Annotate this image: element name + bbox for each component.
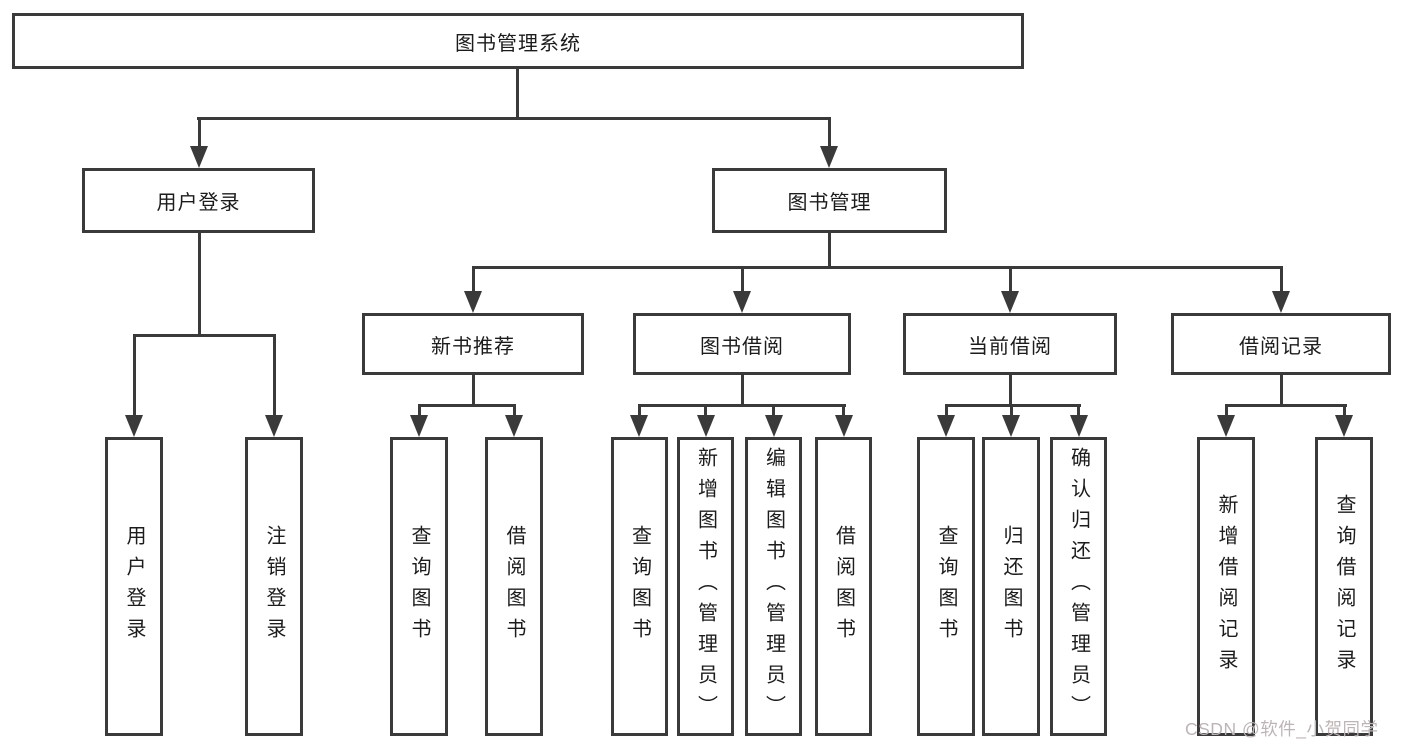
node-label: 新增图书（管理员）: [694, 447, 717, 726]
node-leaf-edit-books-admin: 编辑图书（管理员）: [745, 437, 802, 736]
node-leaf-logout: 注销登录: [245, 437, 303, 736]
node-label: 查询图书: [628, 524, 651, 649]
arrowhead-down-icon: [1002, 415, 1020, 437]
arrowhead-down-icon: [505, 415, 523, 437]
node-label: 新书推荐: [431, 335, 515, 358]
node-leaf-borrow-books-recommend: 借阅图书: [485, 437, 543, 736]
arrowhead-down-icon: [410, 415, 428, 437]
node-label: 归还图书: [1000, 524, 1022, 649]
connector-drop: [1077, 404, 1080, 418]
csdn-watermark: CSDN @软件_小贺同学: [1185, 719, 1379, 739]
connector-drop: [1342, 404, 1346, 418]
node-book-management: 图书管理: [712, 168, 947, 233]
connector-new-book-hbar: [417, 404, 516, 407]
connector-book-mgmt-stem: [827, 233, 831, 269]
node-label: 借阅图书: [832, 524, 855, 649]
connector-root-stem: [516, 69, 519, 119]
node-leaf-return-books: 归还图书: [982, 437, 1040, 736]
node-label: 图书借阅: [700, 335, 784, 358]
node-leaf-query-books-borrowing: 查询图书: [611, 437, 668, 736]
node-current-borrowing: 当前借阅: [903, 313, 1117, 375]
connector-current-borrow-stem: [1008, 375, 1012, 406]
node-label: 编辑图书（管理员）: [762, 447, 785, 726]
connector-drop: [1279, 266, 1283, 294]
node-leaf-query-books-recommend: 查询图书: [390, 437, 448, 736]
node-leaf-confirm-return-admin: 确认归还（管理员）: [1050, 437, 1107, 736]
arrowhead-down-icon: [733, 291, 751, 313]
arrowhead-down-icon: [696, 415, 715, 437]
connector-book-borrow-stem: [740, 375, 744, 406]
connector-user-login-stem: [197, 233, 201, 336]
arrowhead-down-icon: [937, 415, 955, 437]
arrowhead-down-icon: [630, 415, 648, 437]
arrowhead-down-icon: [1001, 291, 1019, 313]
connector-drop: [471, 266, 475, 294]
connector-current-borrow-hbar: [944, 404, 1081, 407]
arrowhead-down-icon: [820, 146, 838, 168]
connector-drop: [842, 404, 845, 418]
node-leaf-add-books-admin: 新增图书（管理员）: [677, 437, 734, 736]
node-label: 查询图书: [935, 524, 957, 649]
connector-drop: [1009, 404, 1013, 418]
node-label: 查询借阅记录: [1333, 493, 1355, 680]
node-label: 当前借阅: [968, 335, 1052, 358]
node-label: 查询图书: [408, 524, 430, 649]
connector-drop: [740, 266, 744, 294]
arrowhead-down-icon: [190, 146, 208, 168]
connector-drop: [1224, 404, 1228, 418]
node-label: 注销登录: [263, 524, 285, 649]
node-borrow-records: 借阅记录: [1171, 313, 1391, 375]
arrowhead-down-icon: [125, 415, 143, 437]
arrowhead-down-icon: [1272, 291, 1290, 313]
connector-drop: [197, 117, 201, 149]
connector-user-login-hbar: [132, 334, 276, 337]
connector-drop: [637, 404, 641, 418]
connector-drop: [132, 334, 136, 418]
node-leaf-query-borrow-record: 查询借阅记录: [1315, 437, 1373, 736]
connector-drop: [772, 404, 775, 418]
connector-borrow-records-stem: [1279, 375, 1283, 406]
connector-drop: [827, 117, 831, 149]
node-user-login: 用户登录: [82, 168, 315, 233]
connector-drop: [1008, 266, 1012, 294]
node-leaf-add-borrow-record: 新增借阅记录: [1197, 437, 1255, 736]
node-label: 借阅图书: [503, 524, 525, 649]
node-label: 图书管理系统: [455, 32, 581, 55]
node-label: 用户登录: [156, 192, 241, 214]
node-label: 确认归还（管理员）: [1067, 447, 1090, 726]
arrowhead-down-icon: [764, 415, 783, 437]
connector-book-borrow-hbar: [637, 404, 846, 407]
connector-book-mgmt-hbar: [471, 266, 1283, 269]
connector-borrow-records-hbar: [1224, 404, 1347, 407]
arrowhead-down-icon: [1335, 415, 1353, 437]
node-library-management-system: 图书管理系统: [12, 13, 1024, 69]
node-book-borrowing: 图书借阅: [633, 313, 851, 375]
arrowhead-down-icon: [1217, 415, 1235, 437]
node-label: 借阅记录: [1239, 335, 1323, 358]
connector-drop: [272, 334, 276, 418]
node-label: 图书管理: [787, 192, 872, 214]
arrowhead-down-icon: [834, 415, 853, 437]
node-new-book-recommend: 新书推荐: [362, 313, 584, 375]
node-label: 用户登录: [123, 524, 145, 649]
connector-root-hbar: [197, 117, 831, 120]
node-leaf-borrow-books: 借阅图书: [815, 437, 872, 736]
arrowhead-down-icon: [1069, 415, 1088, 437]
connector-drop: [944, 404, 948, 418]
arrowhead-down-icon: [265, 415, 283, 437]
node-leaf-user-login: 用户登录: [105, 437, 163, 736]
connector-drop: [417, 404, 421, 418]
connector-drop: [704, 404, 707, 418]
node-label: 新增借阅记录: [1215, 493, 1237, 680]
node-leaf-query-books-current: 查询图书: [917, 437, 975, 736]
arrowhead-down-icon: [464, 291, 482, 313]
connector-drop: [512, 404, 516, 418]
connector-new-book-stem: [471, 375, 475, 406]
